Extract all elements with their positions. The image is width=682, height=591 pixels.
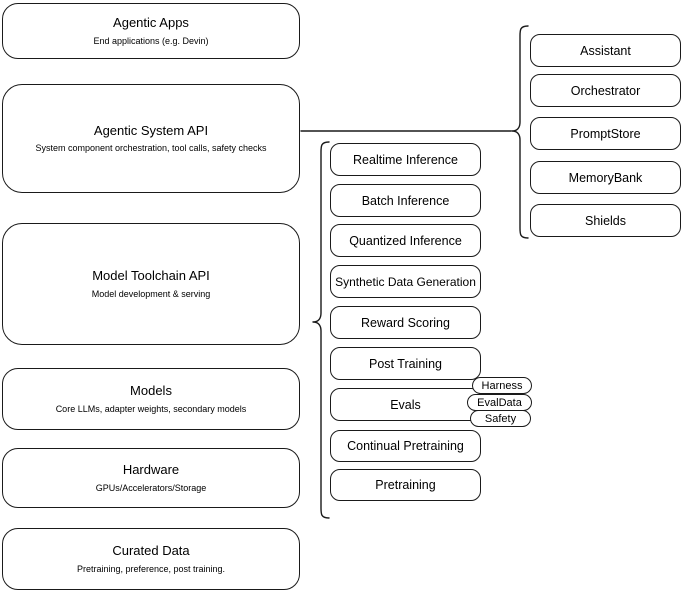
stack-box-agentic-apps[interactable]: Agentic Apps End applications (e.g. Devi… (2, 3, 300, 59)
stack-box-title: Hardware (122, 462, 180, 478)
stack-box-agentic-system-api[interactable]: Agentic System API System component orch… (2, 84, 300, 193)
stack-box-subtitle: Pretraining, preference, post training. (76, 563, 226, 574)
toolchain-chip-batch-inference[interactable]: Batch Inference (330, 184, 481, 217)
stack-box-title: Curated Data (112, 543, 190, 559)
agentic-chip-memorybank[interactable]: MemoryBank (530, 161, 681, 194)
evals-badge-harness[interactable]: Harness (472, 377, 532, 394)
stack-box-title: Agentic Apps (113, 15, 189, 31)
chip-label: PromptStore (570, 126, 641, 141)
chip-label: Orchestrator (570, 83, 641, 98)
stack-box-subtitle: System component orchestration, tool cal… (35, 143, 267, 153)
brace-agentic-column (511, 25, 529, 239)
agentic-chip-orchestrator[interactable]: Orchestrator (530, 74, 681, 107)
stack-box-subtitle: Core LLMs, adapter weights, secondary mo… (55, 403, 247, 414)
toolchain-chip-realtime-inference[interactable]: Realtime Inference (330, 143, 481, 176)
toolchain-chip-synthetic-data-generation[interactable]: Synthetic Data Generation (330, 265, 481, 298)
chip-label: Realtime Inference (353, 152, 458, 167)
evals-badge-safety[interactable]: Safety (470, 410, 531, 427)
agentic-chip-promptstore[interactable]: PromptStore (530, 117, 681, 150)
stack-box-title: Models (130, 383, 172, 399)
toolchain-chip-post-training[interactable]: Post Training (330, 347, 481, 380)
chip-label: Assistant (580, 43, 631, 58)
stack-box-title: Model Toolchain API (92, 268, 210, 284)
stack-box-hardware[interactable]: Hardware GPUs/Accelerators/Storage (2, 448, 300, 508)
chip-label: Evals (390, 397, 421, 412)
stack-box-subtitle: Model development & serving (91, 288, 211, 299)
badge-label: EvalData (477, 396, 522, 409)
stack-box-title: Agentic System API (93, 122, 209, 138)
stack-box-subtitle: GPUs/Accelerators/Storage (95, 482, 207, 493)
stack-box-model-toolchain-api[interactable]: Model Toolchain API Model development & … (2, 223, 300, 345)
chip-label: Synthetic Data Generation (335, 274, 476, 289)
toolchain-chip-reward-scoring[interactable]: Reward Scoring (330, 306, 481, 339)
agentic-chip-shields[interactable]: Shields (530, 204, 681, 237)
toolchain-chip-quantized-inference[interactable]: Quantized Inference (330, 224, 481, 257)
badge-label: Harness (481, 379, 523, 392)
chip-label: Pretraining (375, 478, 436, 492)
chip-label: MemoryBank (568, 170, 643, 185)
toolchain-chip-evals[interactable]: Evals (330, 388, 481, 421)
stack-box-models[interactable]: Models Core LLMs, adapter weights, secon… (2, 368, 300, 430)
chip-label: Continual Pretraining (347, 439, 464, 453)
chip-label: Batch Inference (361, 193, 450, 208)
toolchain-chip-continual-pretraining[interactable]: Continual Pretraining (330, 430, 481, 462)
chip-label: Reward Scoring (361, 315, 450, 330)
agentic-chip-assistant[interactable]: Assistant (530, 34, 681, 67)
chip-label: Quantized Inference (349, 233, 462, 248)
chip-label: Shields (585, 213, 626, 228)
badge-label: Safety (484, 412, 517, 425)
stack-box-curated-data[interactable]: Curated Data Pretraining, preference, po… (2, 528, 300, 590)
stack-box-subtitle: End applications (e.g. Devin) (93, 35, 209, 46)
brace-toolchain-column (312, 141, 330, 519)
evals-badge-evaldata[interactable]: EvalData (467, 394, 532, 411)
toolchain-chip-pretraining[interactable]: Pretraining (330, 469, 481, 501)
chip-label: Post Training (369, 356, 442, 371)
